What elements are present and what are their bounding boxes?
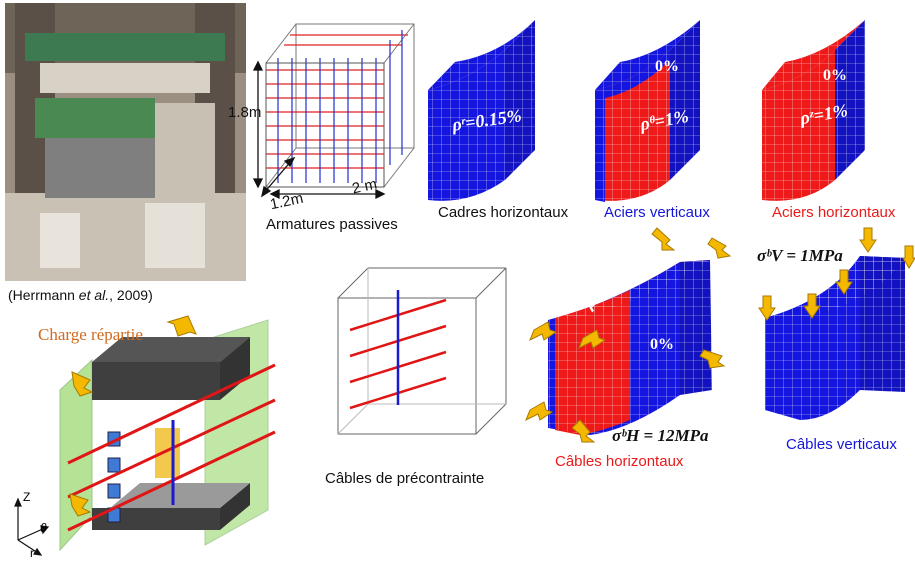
block2-zero-label: 0% <box>655 58 679 75</box>
block1-caption: Cadres horizontaux <box>438 204 569 221</box>
block-cables-horizontaux <box>548 260 712 435</box>
axis-theta-label: θ <box>40 521 47 535</box>
vblock-stress-label: σᵇV = 1MPa <box>757 246 843 265</box>
vblock-caption: Câbles verticaux <box>786 436 897 453</box>
hblock-stress-label: σᵇH = 12MPa <box>612 426 709 445</box>
block-cadres-horizontaux <box>428 20 535 201</box>
prestress-cables-caption: Câbles de précontrainte <box>325 470 485 487</box>
dim-height-label: 1.8m <box>228 104 262 121</box>
axis-r-label: r <box>30 546 34 560</box>
block-aciers-horizontaux <box>762 20 865 201</box>
block3-caption: Aciers horizontaux <box>772 204 896 221</box>
loading-title: Charge répartie <box>38 325 143 344</box>
block2-caption: Aciers verticaux <box>604 204 710 221</box>
photo-caption: (Herrmann et al., 2009) <box>8 287 153 303</box>
rebar-cage-caption: Armatures passives <box>266 216 398 233</box>
axis-z-label: Z <box>23 490 31 504</box>
hblock-zero-label: 0% <box>650 336 674 353</box>
hblock-caption: Câbles horizontaux <box>555 453 684 470</box>
block3-zero-label: 0% <box>823 67 847 84</box>
test-rig-photo <box>5 3 246 281</box>
block-aciers-verticaux <box>595 20 700 202</box>
block-cables-verticaux <box>765 256 905 420</box>
